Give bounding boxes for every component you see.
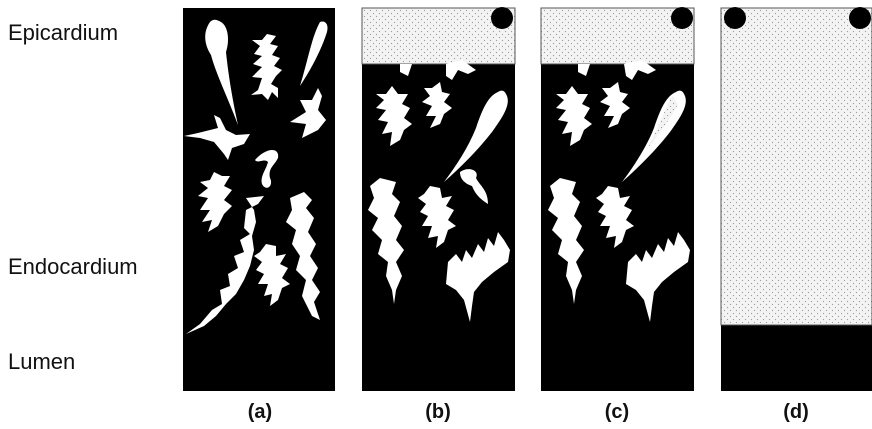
panel-a [183,8,335,391]
panel-b [362,7,515,391]
panel-b-dot [491,7,513,29]
panel-a-label: (a) [230,401,290,424]
panel-d-necrotic-region [721,8,872,325]
panel-c-label: (c) [587,401,647,424]
panel-d-dot-right [849,7,871,29]
panel-b-label: (b) [408,401,468,424]
panel-c-dot [671,7,693,29]
panel-d-label: (d) [766,401,826,424]
panel-c [541,7,694,391]
panel-d [721,7,872,391]
panel-c-necrotic-region [541,8,694,64]
panel-d-dot-left [724,7,746,29]
